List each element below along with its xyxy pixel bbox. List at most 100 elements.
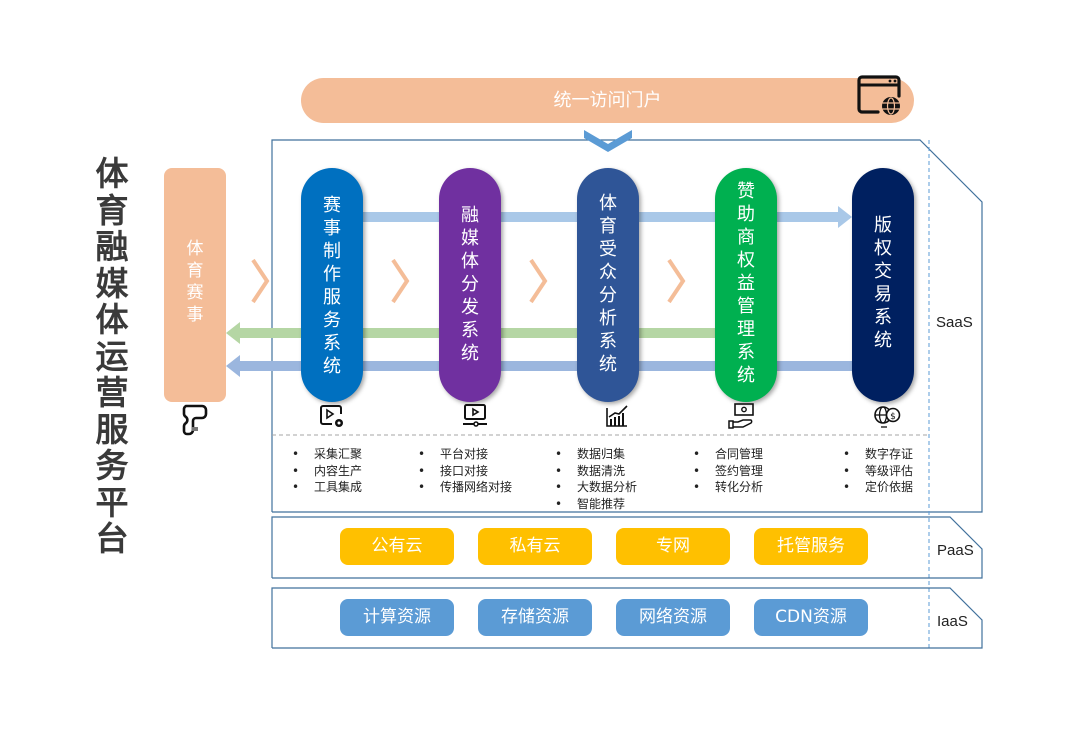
- feature-item: •数字存证: [843, 446, 913, 463]
- system-label: 赞助商权益管理系统: [715, 180, 777, 387]
- paas-tile-private-cloud[interactable]: 私有云: [478, 528, 592, 565]
- feedback-flow-arrow-blue: [226, 355, 870, 377]
- bullet-icon: •: [555, 447, 563, 461]
- paas-tile-private-network[interactable]: 专网: [616, 528, 730, 565]
- paas-tile-public-cloud[interactable]: 公有云: [340, 528, 454, 565]
- flow-chevron-icon: [391, 258, 410, 304]
- feature-list-copyright-trading: •数字存证•等级评估•定价依据: [843, 446, 913, 496]
- system-pill-sponsor-rights[interactable]: 赞助商权益管理系统: [715, 168, 777, 402]
- feature-text: 工具集成: [314, 480, 363, 494]
- system-label: 赛事制作服务系统: [301, 194, 363, 378]
- feature-item: •定价依据: [843, 479, 913, 496]
- title-char: 平: [95, 482, 129, 522]
- system-label-char: 版: [874, 215, 892, 236]
- system-label-char: 赛: [323, 195, 341, 216]
- growth-chart-icon: [606, 405, 628, 427]
- iaas-tile-cdn[interactable]: CDN资源: [754, 599, 868, 636]
- system-pill-copyright-trading[interactable]: 版权交易系统: [852, 168, 914, 402]
- feature-item: • 内容生产: [292, 463, 362, 480]
- event-label-char: 体: [186, 239, 204, 259]
- title-char: 体: [95, 300, 129, 339]
- system-label-char: 统: [323, 356, 341, 377]
- flow-chevron-icon: [529, 258, 548, 304]
- system-label-char: 系: [874, 307, 892, 328]
- system-label-char: 统: [737, 365, 755, 386]
- bullet-icon: •: [292, 447, 300, 461]
- iaas-tile-compute[interactable]: 计算资源: [340, 599, 454, 636]
- system-label-char: 系: [599, 331, 617, 352]
- system-label-char: 统: [599, 354, 617, 375]
- portal-label: 统一访问门户: [553, 90, 662, 111]
- feature-text: 内容生产: [314, 463, 363, 478]
- flow-chevron-icon: [251, 258, 270, 304]
- feature-text: 签约管理: [715, 463, 764, 478]
- bullet-icon: •: [418, 480, 426, 494]
- iaas-tile-storage[interactable]: 存储资源: [478, 599, 592, 636]
- system-label-char: 权: [874, 238, 892, 259]
- system-label: 体育受众分析系统: [577, 192, 639, 376]
- feature-list-sponsor-rights: •合同管理• 签约管理•转化分析: [693, 446, 763, 496]
- globe-dollar-icon: $: [874, 406, 901, 428]
- system-label-char: 育: [599, 216, 617, 237]
- bullet-icon: •: [555, 480, 563, 494]
- bullet-icon: •: [292, 463, 300, 478]
- system-pill-event-production[interactable]: 赛事制作服务系统: [301, 168, 363, 402]
- system-label-char: 助: [737, 204, 755, 225]
- title-char: 营: [95, 373, 129, 412]
- system-pill-media-distribution[interactable]: 融媒体分发系统: [439, 168, 501, 402]
- feature-list-media-distribution: •平台对接•接口对接•传播网络对接: [418, 446, 512, 496]
- feature-text: 采集汇聚: [314, 447, 363, 461]
- feature-item: •大数据分析: [555, 479, 637, 496]
- video-player-icon: [463, 404, 487, 427]
- browser-globe-icon: [857, 75, 901, 115]
- feature-item: • 智能推荐: [555, 496, 637, 513]
- bullet-icon: •: [555, 463, 563, 478]
- paas-tile-hosting-service[interactable]: 托管服务: [754, 528, 868, 565]
- system-label-char: 析: [599, 308, 617, 329]
- system-label-char: 商: [737, 227, 755, 248]
- system-label-char: 系: [323, 333, 341, 354]
- iaas-tile-network[interactable]: 网络资源: [616, 599, 730, 636]
- event-label-char: 育: [186, 261, 204, 281]
- feature-text: 传播网络对接: [440, 480, 513, 494]
- svg-text:$: $: [890, 412, 896, 422]
- system-label-char: 事: [323, 218, 341, 239]
- unified-portal-bar[interactable]: 统一访问门户: [301, 78, 914, 123]
- system-label-char: 作: [323, 264, 341, 285]
- feature-text: 智能推荐: [577, 496, 626, 511]
- feature-item: •接口对接: [418, 463, 512, 480]
- feature-text: 数据归集: [577, 447, 626, 461]
- bullet-icon: •: [418, 447, 426, 461]
- down-chevron-icon: [584, 130, 632, 152]
- feature-text: 数字存证: [865, 447, 914, 461]
- saas-frame: [271, 139, 983, 513]
- system-label-char: 众: [599, 262, 617, 283]
- feature-text: 接口对接: [440, 463, 489, 478]
- feature-item: • 数据清洗: [555, 463, 637, 480]
- system-label-char: 务: [323, 310, 341, 331]
- system-label-char: 服: [323, 287, 341, 308]
- title-char: 务: [95, 446, 129, 485]
- bullet-icon: •: [555, 496, 563, 511]
- bullet-icon: •: [693, 447, 701, 461]
- feature-text: 等级评估: [865, 463, 914, 478]
- feature-item: •工具集成: [292, 479, 362, 496]
- layer-label-iaas: IaaS: [937, 613, 968, 630]
- feature-item: •合同管理: [693, 446, 763, 463]
- feature-list-event-production: • 采集汇聚 • 内容生产•工具集成: [292, 446, 362, 496]
- system-pill-audience-analysis[interactable]: 体育受众分析系统: [577, 168, 639, 402]
- system-label-char: 统: [461, 343, 479, 364]
- feature-text: 平台对接: [440, 447, 489, 461]
- system-label-char: 制: [323, 241, 341, 262]
- feature-item: •转化分析: [693, 479, 763, 496]
- system-label-char: 交: [874, 261, 892, 282]
- sports-event-box[interactable]: 体育赛事: [164, 168, 226, 402]
- title-char: 育: [95, 190, 129, 230]
- iaas-frame: [271, 587, 983, 649]
- feature-list-audience-analysis: •数据归集•数据清洗•大数据分析•智能推荐: [555, 446, 637, 512]
- system-label-char: 益: [737, 273, 755, 294]
- title-char: 台: [95, 519, 129, 558]
- feature-item: • 采集汇聚: [292, 446, 362, 463]
- feature-text: 数据清洗: [577, 463, 626, 478]
- system-label-char: 系: [461, 320, 479, 341]
